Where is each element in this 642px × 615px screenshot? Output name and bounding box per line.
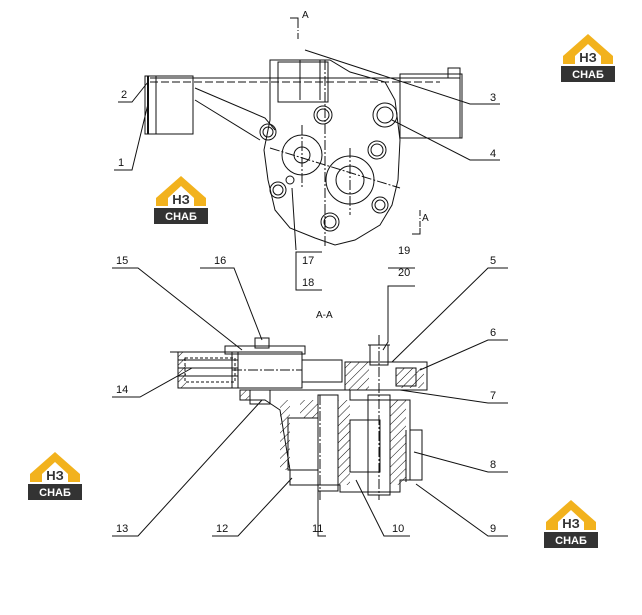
callout-19: 19 [398,245,410,257]
brand-logo: НЗ СНАБ [24,444,86,506]
callout-13: 13 [116,523,128,535]
brand-logo: НЗ СНАБ [540,492,602,554]
svg-text:НЗ: НЗ [172,192,190,207]
logo-word-text: СНАБ [572,69,604,81]
section-mark-top: A [302,10,309,21]
brand-logo: НЗ СНАБ [150,168,212,230]
cover-plate-left [177,351,239,389]
callout-3: 3 [490,92,496,104]
callout-2: 2 [121,89,127,101]
callout-4: 4 [490,148,496,160]
callout-9: 9 [490,523,496,535]
callout-12: 12 [216,523,228,535]
left-pin-cylinder [144,75,194,135]
callout-7: 7 [490,390,496,402]
callout-17: 17 [302,255,314,267]
callout-16: 16 [214,255,226,267]
section-view-title: А-А [316,310,333,321]
callout-8: 8 [490,459,496,471]
svg-text:СНАБ: СНАБ [39,487,71,499]
svg-text:СНАБ: СНАБ [555,535,587,547]
callout-18: 18 [302,277,314,289]
callout-11: 11 [312,523,323,535]
logo-shape [561,34,615,82]
svg-text:СНАБ: СНАБ [165,211,197,223]
section-mark-bottom: A [422,213,429,224]
svg-text:НЗ: НЗ [46,468,64,483]
logo-mark-text: НЗ [579,50,597,65]
callout-6: 6 [490,327,496,339]
callout-15: 15 [116,255,128,267]
svg-text:НЗ: НЗ [562,516,580,531]
pump-housing-outline [263,59,401,246]
callout-1: 1 [118,157,124,169]
callout-14: 14 [116,384,128,396]
callout-20: 20 [398,267,410,279]
callout-10: 10 [392,523,404,535]
callout-5: 5 [490,255,496,267]
brand-logo: НЗ СНАБ [557,26,619,88]
